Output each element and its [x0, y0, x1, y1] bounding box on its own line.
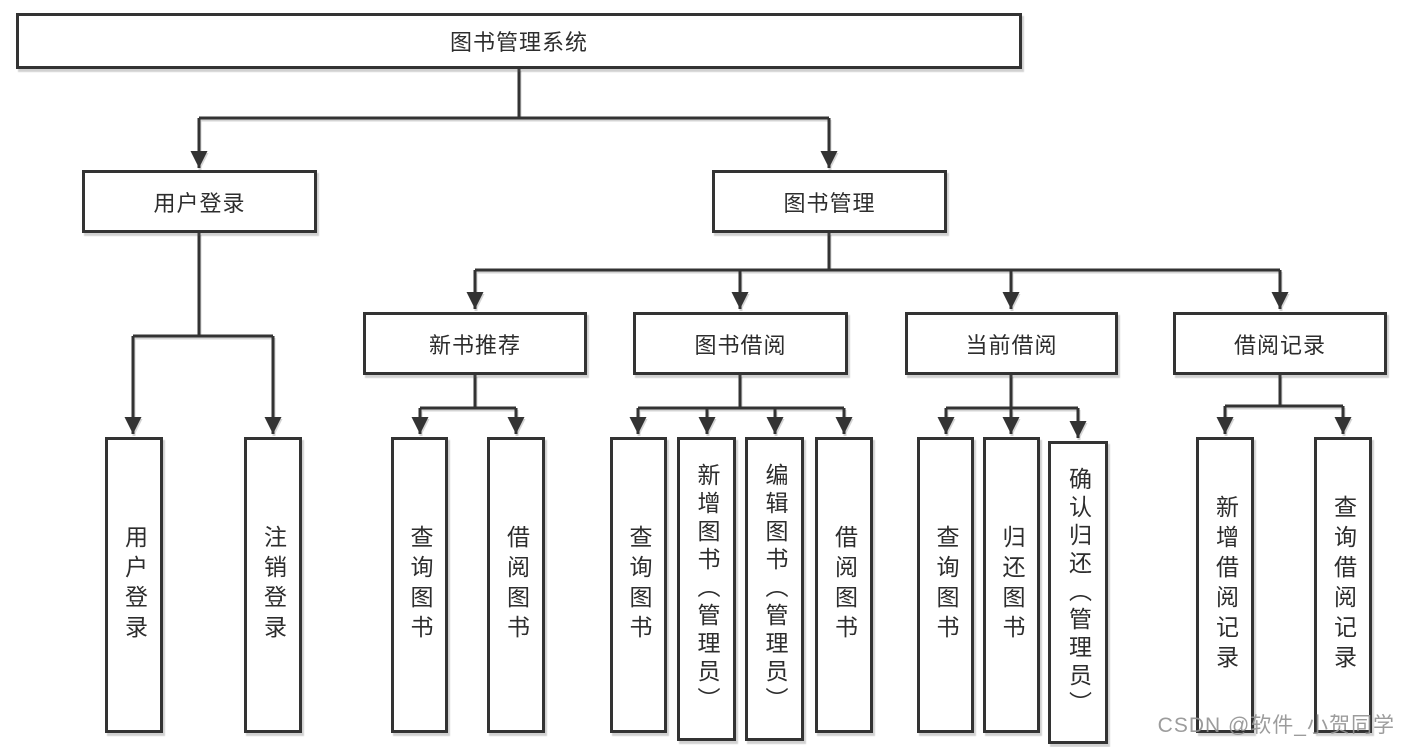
- node-leaf-logout: 注销登录: [244, 437, 302, 733]
- node-user-login: 用户登录: [82, 170, 317, 233]
- node-leaf-edit-books-admin: 编辑图书（管理员）: [745, 437, 804, 741]
- csdn-watermark: CSDN @软件_小贺同学: [1157, 714, 1395, 737]
- node-leaf-query-books-1: 查询图书: [391, 437, 448, 733]
- node-borrowing-records: 借阅记录: [1173, 312, 1387, 375]
- node-current-borrowing: 当前借阅: [905, 312, 1118, 375]
- node-book-management: 图书管理: [712, 170, 947, 233]
- node-leaf-query-books-2: 查询图书: [610, 437, 667, 733]
- node-leaf-add-books-admin: 新增图书（管理员）: [677, 437, 736, 741]
- node-root-system: 图书管理系统: [16, 13, 1022, 69]
- node-leaf-query-borrow-record: 查询借阅记录: [1314, 437, 1372, 733]
- node-leaf-query-books-3: 查询图书: [917, 437, 974, 733]
- node-leaf-confirm-return-admin: 确认归还（管理员）: [1048, 441, 1108, 744]
- node-leaf-borrow-books-2: 借阅图书: [815, 437, 873, 733]
- node-leaf-user-login: 用户登录: [105, 437, 163, 733]
- node-leaf-return-books: 归还图书: [983, 437, 1040, 733]
- node-leaf-add-borrow-record: 新增借阅记录: [1196, 437, 1254, 733]
- node-new-book-recommend: 新书推荐: [363, 312, 587, 375]
- node-leaf-borrow-books-1: 借阅图书: [487, 437, 545, 733]
- node-book-borrowing: 图书借阅: [633, 312, 848, 375]
